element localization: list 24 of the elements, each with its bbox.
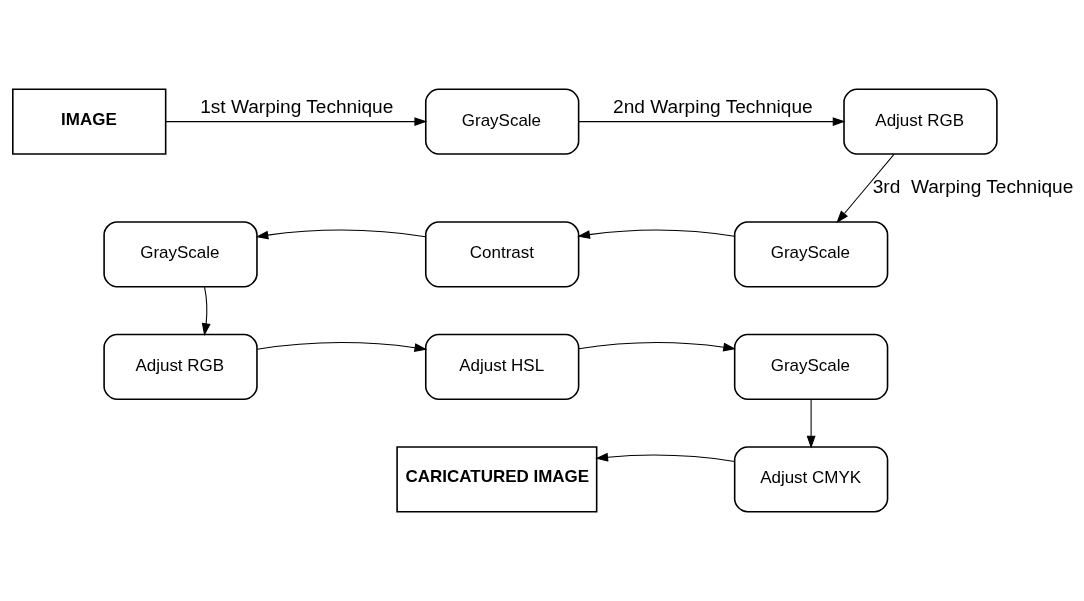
edge-label: 2nd Warping Technique	[613, 95, 813, 117]
node-box: GrayScale	[733, 221, 889, 288]
arrow	[836, 153, 895, 224]
node-box: GrayScale	[103, 221, 258, 288]
node-box: CARICATURED IMAGE	[396, 446, 598, 513]
edge-label: 3rd Warping Technique	[872, 175, 1074, 197]
node-box: GrayScale	[733, 333, 889, 401]
arrow	[201, 286, 211, 336]
arrow	[256, 342, 428, 352]
arrow	[255, 229, 427, 240]
arrow	[578, 117, 846, 127]
node-box: Adjust RGB	[103, 333, 258, 401]
node-box: IMAGE	[12, 88, 167, 155]
node-box: Adjust HSL	[424, 333, 580, 401]
node-box: Adjust CMYK	[733, 446, 889, 513]
arrow	[165, 117, 428, 127]
edge-label: 1st Warping Technique	[200, 95, 394, 117]
arrow	[578, 342, 736, 352]
node-box: Adjust RGB	[843, 88, 998, 155]
arrow	[595, 452, 736, 462]
arrow	[577, 229, 735, 239]
arrow	[806, 398, 816, 449]
node-box: GrayScale	[424, 88, 580, 155]
node-box: Contrast	[424, 221, 580, 288]
